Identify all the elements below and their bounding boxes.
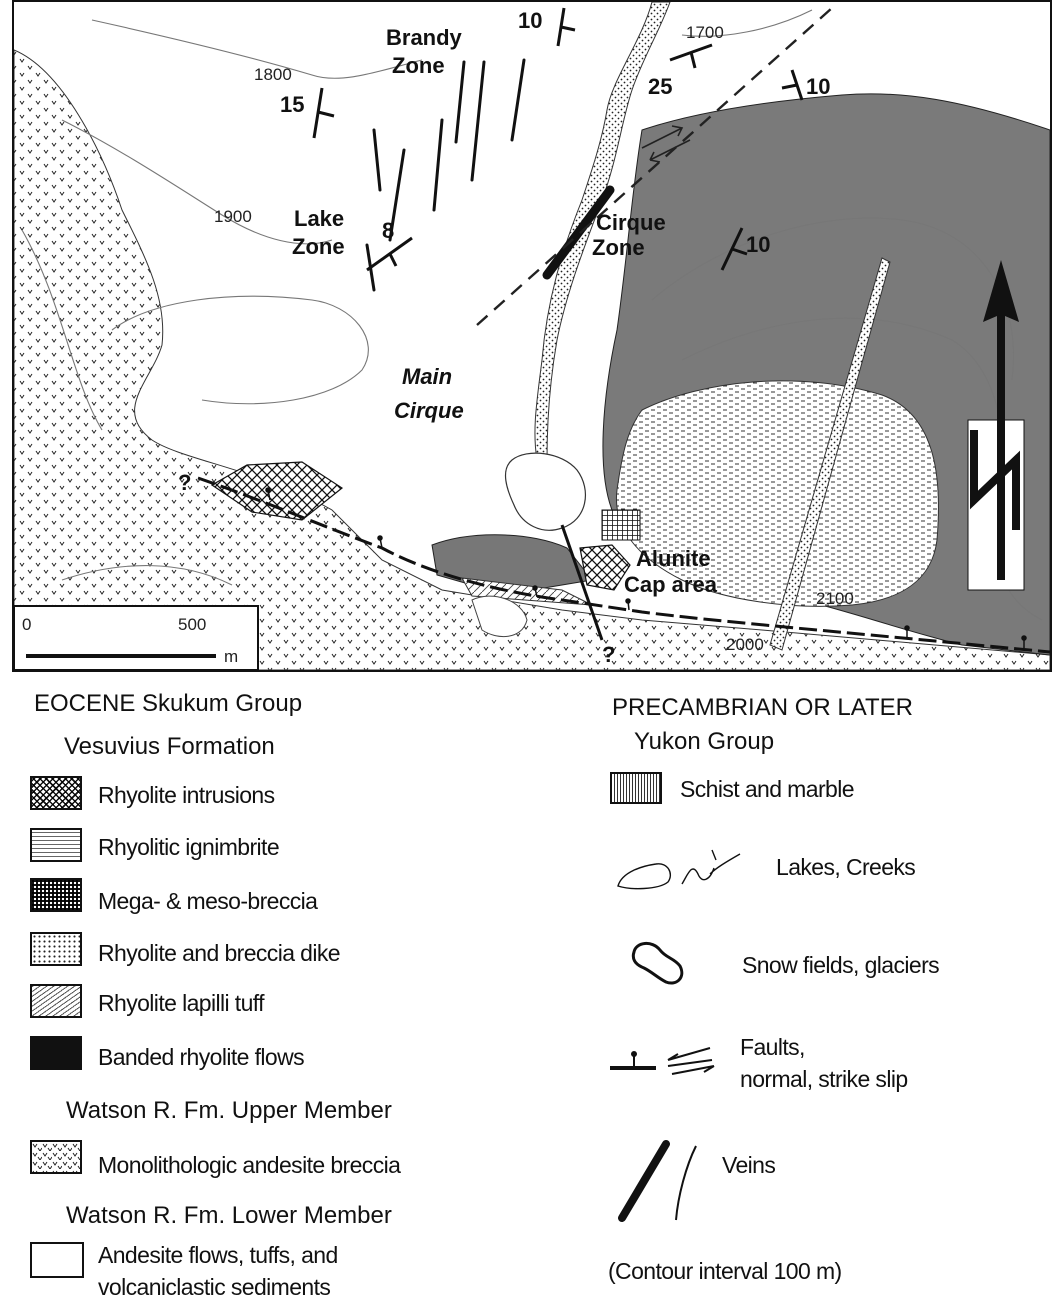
swatch-banded-rhyolite-flows bbox=[30, 1036, 82, 1070]
swatch-rhyolite-lapilli-tuff bbox=[30, 984, 82, 1018]
contour-1900: 1900 bbox=[214, 207, 252, 226]
label-brandy-zone-2: Zone bbox=[392, 53, 445, 78]
legend-veins: Veins bbox=[722, 1152, 776, 1178]
swatch-mega-breccia bbox=[30, 878, 82, 912]
scale-zero: 0 bbox=[22, 615, 31, 634]
legend-andesite-breccia: Monolithologic andesite breccia bbox=[98, 1152, 401, 1178]
legend-rhyolite-intrusions: Rhyolite intrusions bbox=[98, 782, 275, 808]
legend-era-eocene: EOCENE Skukum Group bbox=[34, 690, 303, 717]
legend-lakes-creeks: Lakes, Creeks bbox=[776, 854, 916, 880]
snow-field bbox=[504, 452, 586, 531]
geologic-map: Brandy Zone Lake Zone Cirque Zone Main C… bbox=[12, 0, 1052, 672]
contour-1800: 1800 bbox=[254, 65, 292, 84]
legend-banded-rhyolite-flows: Banded rhyolite flows bbox=[98, 1044, 305, 1070]
swatch-andesite-breccia bbox=[30, 1140, 82, 1174]
dip-8: 8 bbox=[382, 218, 394, 243]
label-alunite: Alunite bbox=[636, 546, 711, 571]
intrusion-alunite bbox=[579, 544, 631, 591]
contour-1700: 1700 bbox=[686, 23, 724, 42]
legend-mega-breccia: Mega- & meso-breccia bbox=[98, 888, 318, 914]
map-canvas: Brandy Zone Lake Zone Cirque Zone Main C… bbox=[14, 2, 1050, 670]
lake bbox=[471, 595, 528, 638]
dip-10-east: 10 bbox=[746, 232, 770, 257]
dip-15: 15 bbox=[280, 92, 304, 117]
swatch-rhyolite-intrusions bbox=[30, 776, 82, 810]
north-arrow-icon: N bbox=[967, 260, 1025, 591]
strike-slip-arrows bbox=[641, 125, 691, 163]
label-cirque-zone: Cirque bbox=[596, 210, 666, 235]
legend-faults-line1: Faults, bbox=[740, 1034, 805, 1060]
veins-icon bbox=[618, 1140, 697, 1222]
legend-rhyolite-breccia-dike: Rhyolite and breccia dike bbox=[98, 940, 341, 966]
scale-unit: m bbox=[224, 647, 238, 666]
scale-bar: 0 500 m bbox=[14, 605, 259, 670]
legend-vesuvius-formation: Vesuvius Formation bbox=[64, 733, 275, 760]
normal-fault bbox=[197, 476, 1050, 654]
legend-upper-member: Watson R. Fm. Upper Member bbox=[66, 1097, 392, 1124]
dike-east bbox=[769, 257, 891, 651]
intrusion-west bbox=[210, 461, 344, 521]
contour-lines bbox=[21, 9, 1043, 621]
question-mark-south: ? bbox=[602, 642, 615, 667]
label-main-cirque-2: Cirque bbox=[394, 398, 464, 423]
label-main-cirque: Main bbox=[402, 364, 452, 389]
contour-2100: 2100 bbox=[816, 589, 854, 608]
mega-breccia bbox=[601, 509, 641, 541]
legend-andesite-flows-line2: volcaniclastic sediments bbox=[98, 1274, 331, 1300]
label-lake-zone-2: Zone bbox=[292, 234, 345, 259]
legend-snow-fields: Snow fields, glaciers bbox=[742, 952, 940, 978]
legend-faults-line2: normal, strike slip bbox=[740, 1066, 908, 1092]
dip-25: 25 bbox=[648, 74, 672, 99]
label-lake-zone: Lake bbox=[294, 206, 344, 231]
legend-schist-marble: Schist and marble bbox=[680, 776, 854, 802]
scale-500: 500 bbox=[178, 615, 206, 634]
question-mark-west: ? bbox=[178, 470, 191, 495]
label-brandy-zone: Brandy bbox=[386, 25, 463, 50]
fault-icon bbox=[610, 1047, 715, 1075]
legend-rhyolitic-ignimbrite: Rhyolitic ignimbrite bbox=[98, 834, 280, 860]
swatch-schist-marble bbox=[610, 772, 662, 804]
label-cirque-zone-2: Zone bbox=[592, 235, 645, 260]
cirque-vein bbox=[542, 185, 615, 280]
legend-era-precambrian: PRECAMBRIAN OR LATER bbox=[612, 694, 913, 721]
strike-dip-symbols bbox=[312, 7, 804, 272]
swatch-rhyolite-breccia-dike bbox=[30, 932, 82, 966]
swatch-andesite-flows bbox=[30, 1242, 84, 1278]
swatch-rhyolitic-ignimbrite bbox=[30, 828, 82, 862]
contour-2000: 2000 bbox=[726, 635, 764, 654]
strike-slip-fault bbox=[476, 7, 833, 326]
cross-fault bbox=[560, 524, 604, 641]
legend-lower-member: Watson R. Fm. Lower Member bbox=[66, 1202, 392, 1229]
lake-creek-icon bbox=[617, 849, 741, 890]
dip-10-ne: 10 bbox=[806, 74, 830, 99]
veins bbox=[365, 58, 526, 292]
label-alunite-2: Cap area bbox=[624, 572, 718, 597]
legend-contour-interval: (Contour interval 100 m) bbox=[608, 1258, 842, 1284]
legend-yukon-group: Yukon Group bbox=[634, 728, 775, 755]
snow-field-icon bbox=[631, 942, 684, 985]
legend-andesite-flows-line1: Andesite flows, tuffs, and bbox=[98, 1242, 338, 1268]
dip-10-north: 10 bbox=[518, 8, 542, 33]
normal-fault-ticks bbox=[265, 487, 1027, 648]
legend-rhyolite-lapilli-tuff: Rhyolite lapilli tuff bbox=[98, 990, 265, 1016]
